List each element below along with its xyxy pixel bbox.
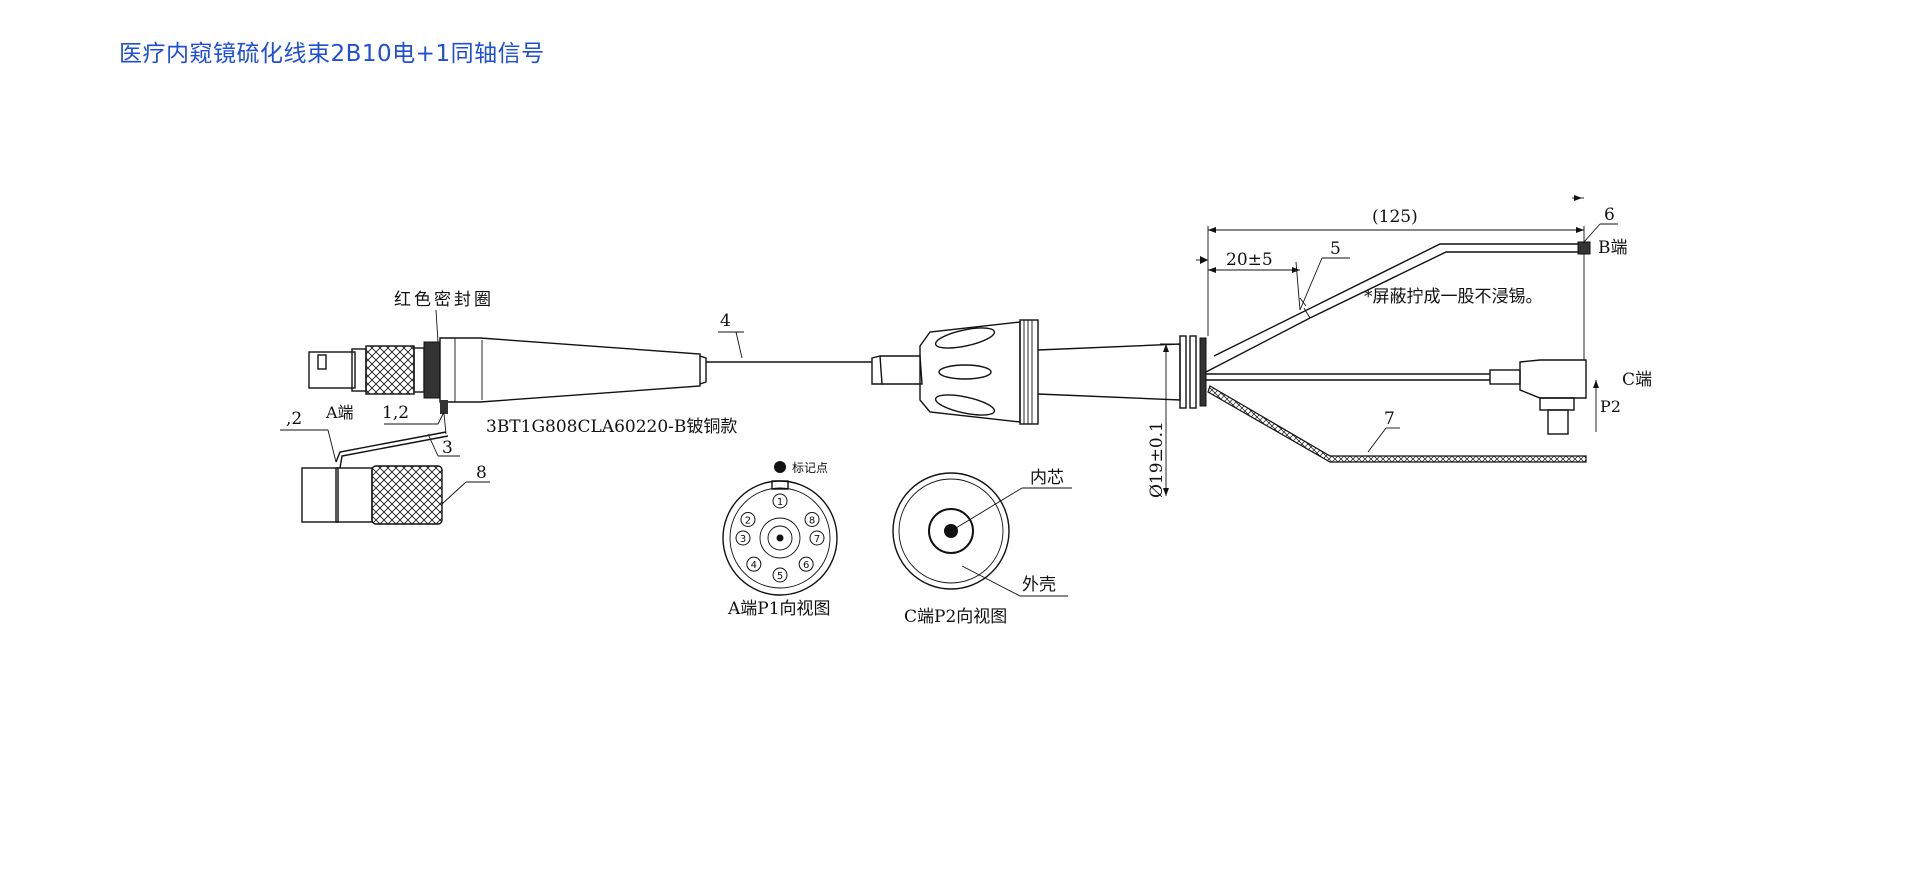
heat-shrink-parts <box>301 400 449 525</box>
pin-number-2: 2 <box>745 516 751 527</box>
page-title: 医疗内窥镜硫化线束2B10电+1同轴信号 <box>119 41 545 67</box>
breakout-wires <box>1205 241 1591 463</box>
pin-circle-8 <box>804 512 820 527</box>
callout-6: 6 <box>1604 205 1615 225</box>
shield-note: *屏蔽拧成一股不浸锡。 <box>1364 287 1543 307</box>
pin-number-3: 3 <box>740 534 746 545</box>
c-end-p2-view <box>892 472 1072 597</box>
length-dimension: (125) <box>1372 207 1418 227</box>
callout-3: 3 <box>442 438 453 458</box>
pin-circle-3 <box>735 530 751 546</box>
strip-dimension: 20±5 <box>1226 250 1273 270</box>
callout-8: 8 <box>476 463 487 483</box>
dimension-lines <box>1160 195 1599 496</box>
marker-point-icon <box>774 461 786 473</box>
c-view-label: C端P2向视图 <box>904 607 1007 627</box>
pin-number-6: 6 <box>803 560 809 571</box>
callout-2: ,2 <box>286 409 302 429</box>
pin-number-7: 7 <box>814 534 820 545</box>
a-end-p1-view <box>722 461 838 596</box>
red-seal-label: 红色密封圈 <box>394 290 494 310</box>
callout-5: 5 <box>1330 239 1341 259</box>
inner-core-label: 内芯 <box>1030 468 1064 488</box>
pin-numbers: 1 2 3 4 5 6 7 8 <box>735 493 825 583</box>
a-end-connector <box>308 337 707 403</box>
pin-circle-5 <box>772 567 788 583</box>
pin-number-5: 5 <box>777 571 783 582</box>
a-view-label: A端P1向视图 <box>727 599 831 619</box>
a-end-label: A端 <box>325 403 354 422</box>
p2-label: P2 <box>1600 397 1621 416</box>
pin-circle-7 <box>809 530 825 546</box>
part-number-label: 3BT1G808CLA60220-B铍铜款 <box>486 417 737 437</box>
pin-circle-1 <box>772 493 788 509</box>
callout-leaders <box>280 223 1618 505</box>
marker-point-label: 标记点 <box>792 461 828 475</box>
pin-number-8: 8 <box>809 516 815 527</box>
pin-circle-4 <box>746 556 762 572</box>
callout-4: 4 <box>720 311 731 331</box>
diameter-dimension: Ø19±0.1 <box>1147 421 1167 498</box>
middle-overmold <box>871 319 1207 425</box>
pin-number-4: 4 <box>751 560 757 571</box>
pin-number-1: 1 <box>777 497 783 508</box>
c-end-label: C端 <box>1622 370 1652 390</box>
pin-circle-6 <box>798 556 814 572</box>
callout-7: 7 <box>1384 409 1395 429</box>
pin-circle-2 <box>740 512 756 527</box>
outer-shell-label: 外壳 <box>1022 575 1056 595</box>
b-end-label: B端 <box>1598 238 1628 258</box>
callout-1-2: 1,2 <box>382 403 409 423</box>
